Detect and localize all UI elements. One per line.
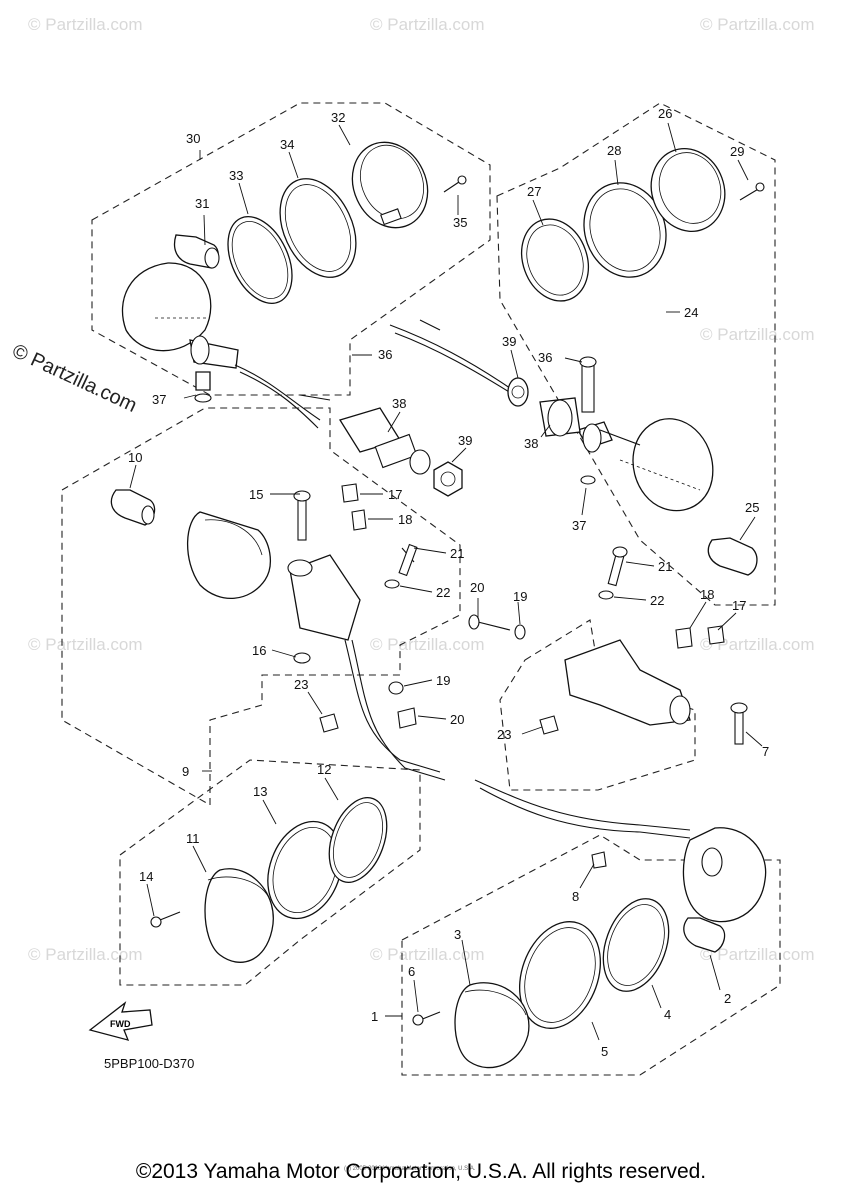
callout-33: 33 — [229, 168, 243, 183]
callout-19: 19 — [436, 673, 450, 688]
diagram-code: 5PBP100-D370 — [104, 1056, 194, 1071]
callout-3: 3 — [454, 927, 461, 942]
callout-1: 1 — [371, 1009, 378, 1024]
watermark: © Partzilla.com — [28, 15, 143, 34]
callout-17: 17 — [388, 487, 402, 502]
callout-24: 24 — [684, 305, 698, 320]
callout-22: 22 — [650, 593, 664, 608]
watermark: © Partzilla.com — [370, 15, 485, 34]
watermark: © Partzilla.com — [700, 15, 815, 34]
callout-10: 10 — [128, 450, 142, 465]
callout-16: 16 — [252, 643, 266, 658]
leader-lines — [129, 122, 763, 1041]
callout-23: 23 — [294, 677, 308, 692]
callout-23: 23 — [497, 727, 511, 742]
callout-18: 18 — [700, 587, 714, 602]
callout-21: 21 — [658, 559, 672, 574]
callout-9: 9 — [182, 764, 189, 779]
assembly-rear-left — [91, 102, 491, 403]
callout-35: 35 — [453, 215, 467, 230]
callout-4: 4 — [664, 1007, 671, 1022]
callout-labels: 30 31 32 33 34 35 36 37 38 39 39 36 38 3… — [128, 106, 769, 1059]
callout-26: 26 — [658, 106, 672, 121]
callout-38: 38 — [392, 396, 406, 411]
watermark: © Partzilla.com — [700, 945, 815, 964]
callout-36: 36 — [378, 347, 392, 362]
callout-11: 11 — [186, 831, 200, 846]
wiring-top — [234, 319, 581, 497]
callout-20: 20 — [470, 580, 484, 595]
callout-14: 14 — [139, 869, 153, 884]
callout-34: 34 — [280, 137, 294, 152]
watermark: © Partzilla.com — [700, 635, 815, 654]
callout-8: 8 — [572, 889, 579, 904]
callout-39: 39 — [458, 433, 472, 448]
callout-37: 37 — [152, 392, 166, 407]
callout-28: 28 — [607, 143, 621, 158]
fwd-label: FWD — [110, 1019, 131, 1029]
assembly-rear-right — [496, 102, 776, 606]
watermark-layer: © Partzilla.com © Partzilla.com © Partzi… — [28, 15, 815, 964]
assembly-front-right — [468, 546, 748, 791]
callout-7: 7 — [762, 744, 769, 759]
fwd-arrow: FWD — [88, 1001, 153, 1041]
copyright-small: (c) 2005-2016 Yamaha Motor Corporation, … — [344, 1166, 476, 1172]
copyright-footer: ©2013 Yamaha Motor Corporation, U.S.A. A… — [135, 1160, 707, 1183]
callout-38: 38 — [524, 436, 538, 451]
watermark: © Partzilla.com — [370, 635, 485, 654]
wiring-middle — [344, 639, 691, 839]
callout-32: 32 — [331, 110, 345, 125]
callout-2: 2 — [724, 991, 731, 1006]
assembly-front-left — [61, 407, 461, 806]
watermark: © Partzilla.com — [700, 325, 815, 344]
watermark: © Partzilla.com — [28, 945, 143, 964]
callout-31: 31 — [195, 196, 209, 211]
callout-21: 21 — [450, 546, 464, 561]
callout-13: 13 — [253, 784, 267, 799]
callout-27: 27 — [527, 184, 541, 199]
callout-18: 18 — [398, 512, 412, 527]
callout-15: 15 — [249, 487, 263, 502]
callout-25: 25 — [745, 500, 759, 515]
callout-5: 5 — [601, 1044, 608, 1059]
callout-30: 30 — [186, 131, 200, 146]
callout-12: 12 — [317, 762, 331, 777]
callout-39: 39 — [502, 334, 516, 349]
callout-17: 17 — [732, 598, 746, 613]
callout-36: 36 — [538, 350, 552, 365]
callout-6: 6 — [408, 964, 415, 979]
callout-29: 29 — [730, 144, 744, 159]
assembly-front-lens-left — [119, 759, 421, 986]
callout-20: 20 — [450, 712, 464, 727]
callout-19: 19 — [513, 589, 527, 604]
callout-37: 37 — [572, 518, 586, 533]
assembly-front-lens-right — [401, 827, 781, 1076]
watermark: © Partzilla.com — [28, 635, 143, 654]
watermark: © Partzilla.com — [370, 945, 485, 964]
callout-22: 22 — [436, 585, 450, 600]
